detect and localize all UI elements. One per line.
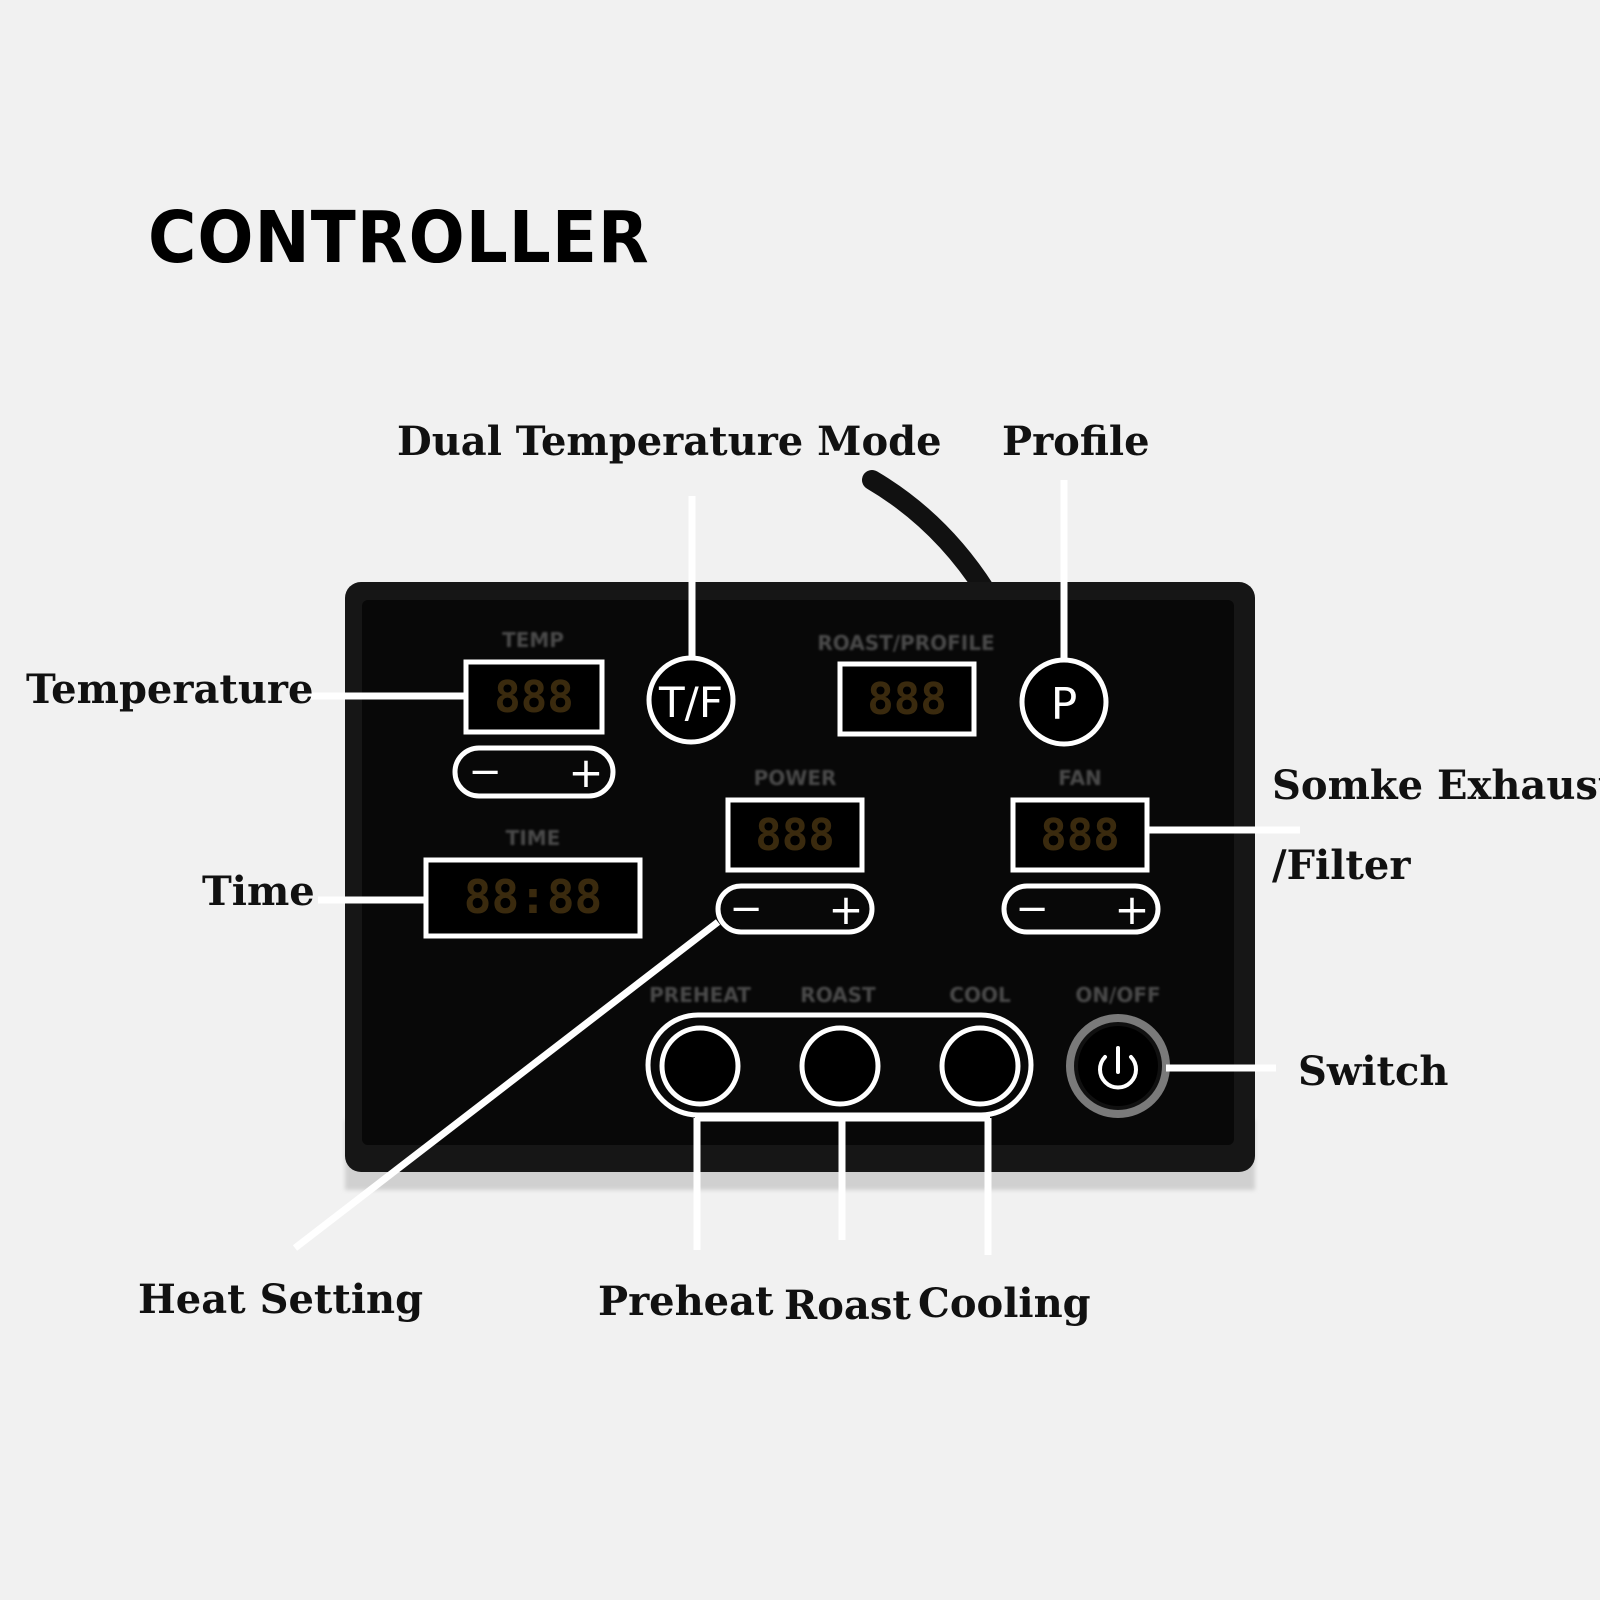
time-label: Time [202, 868, 315, 915]
leader-heat-setting [292, 919, 721, 1251]
temperature-adjust[interactable]: − + [452, 745, 616, 799]
fan-panel-label: FAN [1058, 766, 1102, 790]
filter-label: /Filter [1272, 842, 1411, 889]
power-display: 888 [725, 797, 865, 873]
svg-text:888: 888 [494, 672, 573, 723]
profile-button[interactable]: P [1019, 657, 1109, 747]
onoff-panel-label: ON/OFF [1075, 983, 1160, 1007]
svg-text:P: P [1051, 679, 1078, 730]
time-display: 88:88 [423, 857, 643, 939]
svg-text:T/F: T/F [658, 678, 723, 727]
switch-label: Switch [1298, 1048, 1449, 1095]
power-adjust[interactable]: − + [715, 883, 875, 935]
temperature-display: 888 [463, 659, 605, 735]
svg-text:888: 888 [867, 674, 946, 725]
page-title: CONTROLLER [148, 196, 650, 280]
profile-label: Profile [1002, 418, 1150, 465]
preheat-label: Preheat [598, 1278, 774, 1325]
svg-text:888: 888 [1040, 810, 1119, 861]
fan-display: 888 [1010, 797, 1150, 873]
time-panel-label: TIME [506, 826, 561, 850]
onoff-button[interactable] [1066, 1014, 1170, 1118]
fan-plus-button[interactable]: + [1114, 885, 1149, 934]
cooling-label: Cooling [918, 1280, 1091, 1327]
callout-leaders [292, 480, 1300, 1255]
tf-button[interactable]: T/F [646, 655, 736, 745]
fan-minus-button[interactable]: − [1015, 886, 1049, 932]
roast-button[interactable] [799, 1025, 881, 1107]
power-cable [862, 470, 995, 600]
preheat-button[interactable] [659, 1025, 741, 1107]
cool-panel-label: COOL [949, 983, 1011, 1007]
temperature-plus-button[interactable]: + [568, 748, 603, 797]
temperature-minus-button[interactable]: − [468, 749, 502, 795]
svg-text:88:88: 88:88 [464, 870, 602, 924]
power-icon [1098, 1046, 1138, 1090]
preheat-panel-label: PREHEAT [649, 983, 751, 1007]
roast-label: Roast [784, 1282, 911, 1329]
fan-adjust[interactable]: − + [1001, 883, 1161, 935]
roast-panel-label: ROAST [800, 983, 876, 1007]
smoke-exhaust-label: Somke Exhaust [1272, 762, 1600, 809]
profile-panel-label: ROAST/PROFILE [817, 631, 994, 655]
power-minus-button[interactable]: − [729, 886, 763, 932]
power-panel-label: POWER [754, 766, 837, 790]
power-plus-button[interactable]: + [828, 885, 863, 934]
svg-text:888: 888 [755, 810, 834, 861]
cooling-button[interactable] [939, 1025, 1021, 1107]
profile-display: 888 [837, 661, 977, 737]
temp-panel-label: TEMP [502, 628, 564, 652]
heat-setting-label: Heat Setting [138, 1276, 424, 1323]
temperature-label: Temperature [26, 666, 314, 713]
dual-temperature-mode-label: Dual Temperature Mode [397, 418, 942, 465]
